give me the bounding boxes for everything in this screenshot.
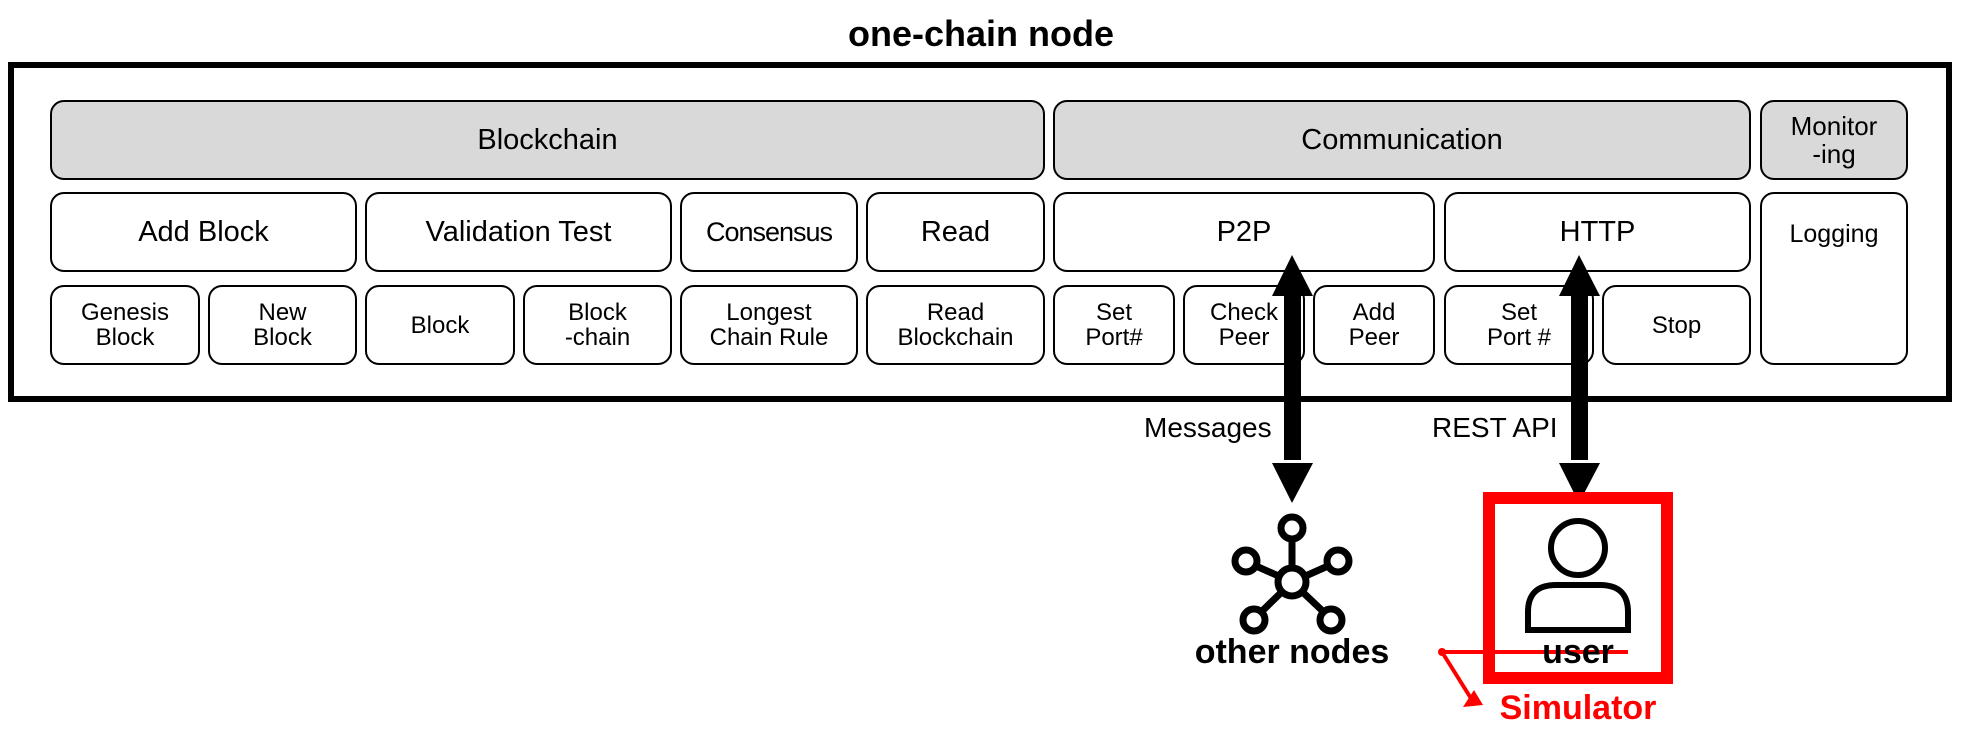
simulator-highlight-box (1483, 492, 1673, 684)
read-blockchain-function: Read Blockchain (866, 285, 1045, 365)
set-port-p2p-function: Set Port# (1053, 285, 1175, 365)
monitoring-header: Monitor -ing (1760, 100, 1908, 180)
simulator-pointer-arrowhead (1463, 690, 1483, 707)
stop-function: Stop (1602, 285, 1751, 365)
rest-api-label: REST API (1432, 412, 1558, 443)
rest-api-arrow (1559, 255, 1600, 503)
blockchain-header: Blockchain (50, 100, 1045, 180)
genesis-block-function: Genesis Block (50, 285, 200, 365)
block-validation-function: Block (365, 285, 515, 365)
read-module: Read (866, 192, 1045, 272)
longest-chain-rule-function: Longest Chain Rule (680, 285, 858, 365)
add-block-module: Add Block (50, 192, 357, 272)
messages-label: Messages (1144, 412, 1272, 443)
new-block-function: New Block (208, 285, 357, 365)
logging-module: Logging (1760, 192, 1908, 365)
set-port-http-function: Set Port # (1444, 285, 1594, 365)
messages-arrow (1272, 255, 1313, 503)
add-peer-function: Add Peer (1313, 285, 1435, 365)
p2p-module: P2P (1053, 192, 1435, 272)
network-hub-icon (1231, 513, 1353, 635)
other-nodes-label: other nodes (1194, 633, 1390, 671)
diagram-title: one-chain node (847, 13, 1114, 54)
user-person-icon (1525, 518, 1631, 633)
validation-test-module: Validation Test (365, 192, 672, 272)
simulator-label: Simulator (1499, 689, 1657, 727)
http-module: HTTP (1444, 192, 1751, 272)
consensus-module: Consensus (680, 192, 858, 272)
blockchain-validation-function: Block -chain (523, 285, 672, 365)
user-label: user (1542, 633, 1614, 671)
communication-header: Communication (1053, 100, 1751, 180)
simulator-pointer (1440, 650, 1628, 702)
